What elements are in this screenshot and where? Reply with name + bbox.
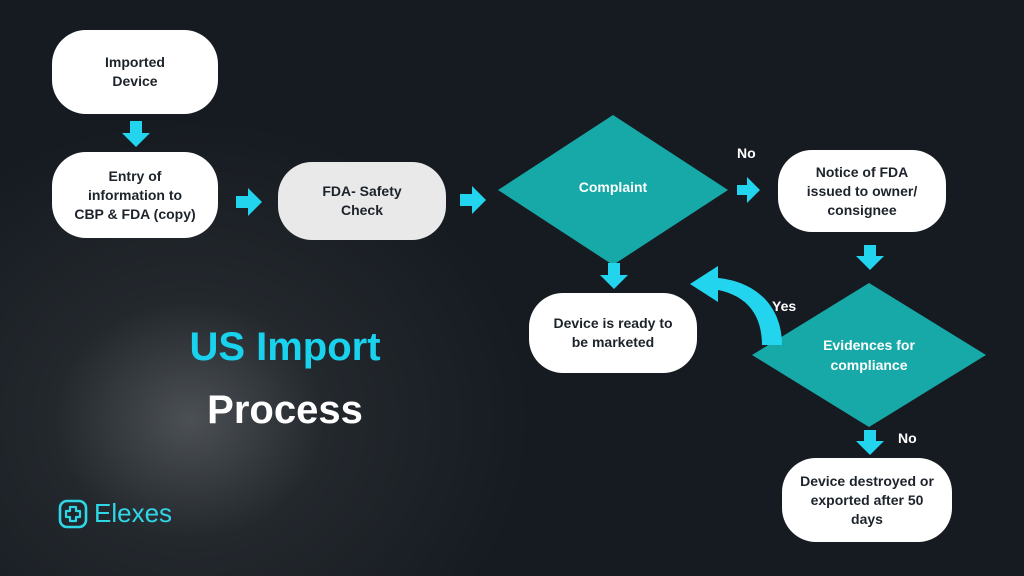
evidences-yes-label: Yes	[772, 298, 797, 314]
imported-device-node: Imported Device	[52, 30, 218, 114]
arrow-down-2	[600, 263, 628, 289]
notice-fda-node: Notice of FDA issued to owner/ consignee	[778, 150, 946, 232]
complaint-label: Complaint	[578, 179, 648, 195]
evidences-diamond	[752, 283, 986, 427]
device-destroyed-node: Device destroyed or exported after 50 da…	[782, 458, 952, 542]
arrow-down-4	[856, 430, 884, 455]
arrow-down-1	[122, 121, 150, 147]
title-line-1: US Import	[189, 325, 381, 369]
title-line-2: Process	[207, 388, 363, 432]
brand-name: Elexes	[94, 498, 173, 528]
arrow-curved-yes	[690, 266, 782, 345]
device-ready-node: Device is ready to be marketed	[529, 293, 697, 373]
complaint-diamond	[498, 115, 728, 265]
arrow-right-1	[236, 188, 262, 216]
arrow-right-3	[737, 177, 760, 203]
arrow-down-3	[856, 245, 884, 270]
medical-cross-shield-icon	[58, 499, 88, 528]
entry-info-node: Entry of information to CBP & FDA (copy)	[52, 152, 218, 238]
complaint-no-label: No	[737, 145, 756, 161]
brand-logo: Elexes	[58, 498, 172, 529]
evidences-no-label: No	[898, 430, 917, 446]
fda-safety-check-node: FDA- Safety Check	[278, 162, 446, 240]
arrow-right-2	[460, 186, 486, 214]
evidences-label: Evidences for compliance	[823, 337, 915, 373]
